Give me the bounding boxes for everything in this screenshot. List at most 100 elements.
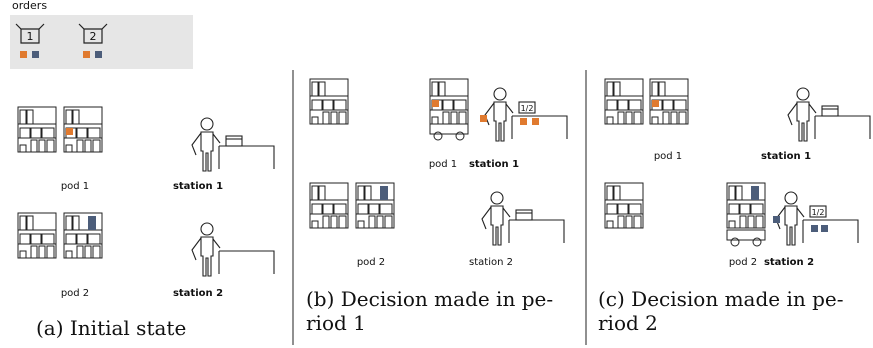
person-head	[200, 222, 214, 236]
bin	[364, 185, 372, 201]
person-arm	[212, 133, 221, 144]
person-arm	[502, 207, 511, 218]
pod-label: pod 1	[61, 181, 89, 192]
station-label: station 1	[761, 151, 811, 162]
bin	[322, 99, 334, 111]
bin	[368, 215, 376, 229]
bin	[338, 215, 347, 229]
station-label: station 2	[764, 257, 814, 268]
bin	[633, 111, 642, 125]
item-blue	[88, 216, 96, 230]
bin	[65, 109, 73, 125]
bin	[322, 215, 330, 229]
table	[509, 219, 565, 243]
order-number: 1	[27, 30, 34, 43]
pod-empty	[604, 182, 644, 229]
bin	[84, 245, 92, 259]
pod-empty	[309, 78, 349, 125]
bin	[87, 127, 101, 139]
bin	[311, 203, 323, 215]
bin	[728, 185, 736, 201]
person-body	[200, 236, 214, 277]
person-body	[493, 101, 507, 142]
bin	[76, 127, 88, 139]
item-orange	[66, 128, 73, 135]
bin	[617, 203, 629, 215]
item-orange	[532, 118, 539, 125]
bin	[613, 81, 621, 97]
item-blue	[380, 186, 388, 200]
order-box-2: 2	[78, 23, 108, 58]
person-arm	[212, 238, 221, 249]
person-arm	[808, 103, 817, 114]
bin	[606, 81, 614, 97]
pod-2	[355, 182, 395, 229]
bin	[30, 233, 42, 245]
person-arm	[191, 237, 202, 261]
caption-c: (c) Decision made in pe- riod 2	[598, 287, 844, 335]
pod-empty	[604, 78, 644, 125]
station-1	[191, 117, 275, 172]
bin	[311, 185, 319, 201]
robot-wheel	[730, 237, 740, 247]
bin	[662, 99, 674, 111]
robot-wheel	[752, 237, 762, 247]
bin	[311, 81, 319, 97]
order-box-on-table	[518, 101, 536, 114]
caption-b: (b) Decision made in pe- riod 1	[306, 287, 553, 335]
caption-line: riod 2	[598, 311, 658, 335]
bin	[458, 111, 467, 125]
station-label: station 2	[173, 288, 223, 299]
bin	[431, 116, 439, 125]
station-1	[787, 87, 871, 142]
bin	[750, 203, 764, 215]
bin	[333, 203, 347, 215]
station-label: station 2	[469, 257, 513, 268]
bin	[651, 81, 659, 97]
bin	[322, 111, 330, 125]
order-item-blue	[32, 51, 39, 58]
bin	[65, 250, 73, 259]
bin	[617, 111, 625, 125]
station-label: station 1	[173, 181, 223, 192]
table	[219, 145, 275, 169]
order-progress-label: 1/2	[812, 208, 825, 217]
person-body	[784, 205, 798, 246]
bin	[311, 220, 319, 229]
item-orange	[652, 100, 659, 107]
bin	[30, 139, 38, 153]
person-body	[796, 101, 810, 142]
bin	[357, 185, 365, 201]
pod-label: pod 2	[729, 257, 757, 268]
bin	[739, 215, 747, 229]
bin	[19, 250, 27, 259]
bin	[65, 215, 73, 231]
bin	[30, 127, 42, 139]
item-orange	[480, 115, 487, 122]
order-box-on-table	[225, 135, 243, 147]
bin	[431, 81, 439, 97]
bin	[735, 185, 743, 201]
pod-label: pod 2	[61, 288, 89, 299]
bin	[678, 111, 687, 125]
bin	[438, 81, 446, 97]
bin	[617, 215, 625, 229]
pod-1	[649, 78, 689, 125]
bin	[318, 185, 326, 201]
bin	[19, 144, 27, 153]
bin	[46, 245, 55, 259]
bin	[26, 109, 34, 125]
bin	[606, 99, 618, 111]
pod-label: pod 2	[357, 257, 385, 268]
table	[803, 219, 859, 243]
order-box-on-table	[515, 209, 533, 221]
bin	[606, 185, 614, 201]
caption-line: riod 1	[306, 311, 366, 335]
bin	[442, 111, 450, 125]
person-arm	[796, 207, 805, 218]
table	[219, 250, 275, 274]
bin	[739, 203, 751, 215]
bin	[673, 99, 687, 111]
bin	[450, 111, 458, 125]
bin	[65, 144, 73, 153]
